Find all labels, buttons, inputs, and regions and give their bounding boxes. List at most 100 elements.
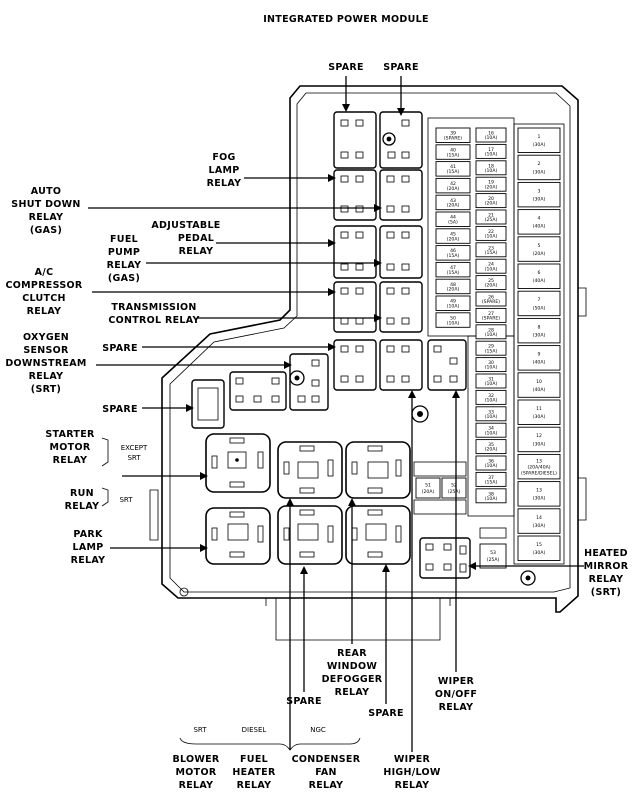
mini-fuse-17-text-1: (10A) xyxy=(485,152,498,158)
cartridge-fuse-6-5-text-1: (40A) xyxy=(533,278,546,284)
label-wiper-highlow-relay-3: RELAY xyxy=(395,780,430,791)
mini-fuse-16-text-1: (10A) xyxy=(485,135,498,141)
label-heated-mirror-relay-4: (SRT) xyxy=(591,587,621,598)
cartridge-fuse-2-1-text-0: 2 xyxy=(538,161,541,167)
mini-fuse-44-text-0: 44 xyxy=(450,215,456,221)
mini-fuse-37-text-0: 37 xyxy=(488,475,494,481)
label-trans-relay-1: TRANSMISSION xyxy=(111,302,196,313)
cartridge-fuse-15-15: 15(30A) xyxy=(517,535,561,561)
label-spare-bottom-2: SPARE xyxy=(368,708,404,719)
cartridge-fuse-4-3-text-1: (40A) xyxy=(533,224,546,230)
label-blower-relay-1: BLOWER xyxy=(172,754,219,765)
large-relay-block xyxy=(205,433,411,565)
mini-fuse-19-text-1: (20A) xyxy=(485,184,498,190)
label-run-relay-2: RELAY xyxy=(65,501,100,512)
mini-fuse-28-text-1: (10A) xyxy=(485,332,498,338)
cartridge-fuse-4-3: 4 (40A) xyxy=(517,209,561,235)
mini-fuse-18-text-0: 18 xyxy=(488,163,494,169)
mini-fuse-20-text-0: 20 xyxy=(488,196,494,202)
mini-fuse-32: 32(10A) xyxy=(475,389,507,405)
cartridge-fuse-8-7: 8(30A) xyxy=(517,317,561,344)
mini-fuse-48-text-1: (20A) xyxy=(447,287,460,293)
mini-fuse-19-text-0: 19 xyxy=(488,180,494,186)
mini-fuse-45-text-0: 45 xyxy=(450,231,456,237)
mini-fuse-18-text-1: (10A) xyxy=(485,168,498,174)
cartridge-fuse-13-12: 13(20A/40A)(SPARE/DIESEL) xyxy=(517,453,561,480)
cartridge-fuse-9-8-text-1: (40A) xyxy=(533,360,546,366)
mini-fuse-31-text-1: (10A) xyxy=(485,381,498,387)
label-defogger-relay-1: REAR xyxy=(337,648,367,659)
mini-fuse-33: 33(10A) xyxy=(475,406,507,422)
mini-fuse-42: 42(20A) xyxy=(435,177,471,194)
mini-fuse-51-text-1: (20A) xyxy=(422,489,435,495)
mini-fuse-50-text-0: 50 xyxy=(450,315,456,321)
cartridge-fuse-1-0: 1(30A) xyxy=(517,127,561,153)
mini-fuse-49: 49(10A) xyxy=(435,295,471,311)
cartridge-fuse-12-11: 12(30A) xyxy=(517,426,561,453)
mini-fuse-panel: 39(SPARE)40(15A)41(15A)42(20A)43(20A)44(… xyxy=(413,117,536,586)
label-adj-pedal-relay-2: PEDAL xyxy=(178,233,214,244)
mini-fuse-41-text-0: 41 xyxy=(450,164,456,170)
fuse-53-number: 53 xyxy=(490,550,496,556)
mini-fuse-35-text-1: (20A) xyxy=(485,447,498,453)
label-asd-relay-2: SHUT DOWN xyxy=(11,199,80,210)
mini-fuse-44: 44(5A) xyxy=(435,211,471,227)
cartridge-fuse-5-4: 5(20A) xyxy=(517,236,561,262)
mini-fuse-34: 34(10A) xyxy=(475,422,507,438)
label-ac-relay-2: COMPRESSOR xyxy=(6,280,83,291)
mini-fuse-34-text-0: 34 xyxy=(488,426,494,432)
label-ac-relay-4: RELAY xyxy=(27,306,62,317)
cartridge-fuse-13-12-text-2: (SPARE/DIESEL) xyxy=(521,471,557,477)
label-fuel-heater-relay-1: FUEL xyxy=(240,754,268,765)
mini-fuse-21-text-1: (25A) xyxy=(485,217,498,223)
mini-fuse-40-text-1: (15A) xyxy=(447,152,460,158)
label-asd-relay-4: (GAS) xyxy=(30,225,62,236)
cartridge-fuse-3-2-text-0: 3 xyxy=(538,188,541,194)
cartridge-fuse-11-10: 11(30A) xyxy=(517,399,561,425)
mini-fuse-37: 37(15A) xyxy=(475,471,507,487)
label-fuel-heater-relay-3: RELAY xyxy=(237,780,272,791)
label-fuel-heater-relay-2: HEATER xyxy=(232,767,276,778)
mini-fuse-51-text-0: 51 xyxy=(425,482,431,488)
mini-fuse-35-text-0: 35 xyxy=(488,442,494,448)
label-o2-relay-4: RELAY xyxy=(29,371,64,382)
mini-fuse-24-text-0: 24 xyxy=(488,262,494,268)
mini-fuse-29: 29(15A) xyxy=(475,340,507,356)
label-spare-top-2: SPARE xyxy=(383,62,419,73)
module-housing xyxy=(149,85,587,641)
mini-fuse-34-text-1: (10A) xyxy=(485,430,498,436)
mini-fuse-40: 40(15A) xyxy=(435,144,471,160)
cartridge-fuse-14-14-text-0: 14 xyxy=(536,515,542,521)
mini-fuse-41: 41(15A) xyxy=(435,161,471,177)
cartridge-fuse-1-0-text-0: 1 xyxy=(538,134,541,140)
mini-fuse-33-text-0: 33 xyxy=(488,409,494,415)
cartridge-fuse-4-3-text-0: 4 xyxy=(538,216,541,222)
cartridge-fuse-14-14: 14(30A) xyxy=(517,508,561,534)
mini-fuse-23: 23(15A) xyxy=(475,242,507,258)
mini-fuse-52-text-0: 52 xyxy=(451,482,457,488)
mini-fuse-43-text-1: (20A) xyxy=(447,203,460,209)
mini-fuse-25-text-1: (20A) xyxy=(485,283,498,289)
mini-fuse-27: 27(SPARE) xyxy=(475,307,507,323)
cartridge-fuse-10-9-text-1: (40A) xyxy=(533,387,546,393)
label-defogger-relay-4: RELAY xyxy=(335,687,370,698)
mini-fuse-48-text-0: 48 xyxy=(450,282,456,288)
middle-relay-block xyxy=(191,339,467,429)
cartridge-fuse-8-7-text-0: 8 xyxy=(538,324,541,330)
mini-fuse-29-text-0: 29 xyxy=(488,344,494,350)
mini-fuse-46-text-1: (15A) xyxy=(447,253,460,259)
mini-fuse-22-text-0: 22 xyxy=(488,229,494,235)
label-adj-pedal-relay-1: ADJUSTABLE xyxy=(151,220,220,231)
mini-fuse-28: 28(10A) xyxy=(475,324,507,340)
mini-fuse-52-text-1: (25A) xyxy=(448,489,461,495)
cartridge-fuse-12-11-text-0: 12 xyxy=(536,433,542,439)
label-o2-relay-3: DOWNSTREAM xyxy=(5,358,86,369)
label-heated-mirror-relay-2: MIRROR xyxy=(584,561,629,572)
mini-fuse-21: 21(25A) xyxy=(475,209,507,225)
mini-fuse-pair: 51(20A) 52(25A) xyxy=(415,477,467,499)
label-park-lamp-relay-3: RELAY xyxy=(71,555,106,566)
mini-fuse-32-text-0: 32 xyxy=(488,393,494,399)
label-fog-lamp-relay-1: FOG xyxy=(212,152,235,163)
label-fuel-pump-relay-1: FUEL xyxy=(110,234,138,245)
